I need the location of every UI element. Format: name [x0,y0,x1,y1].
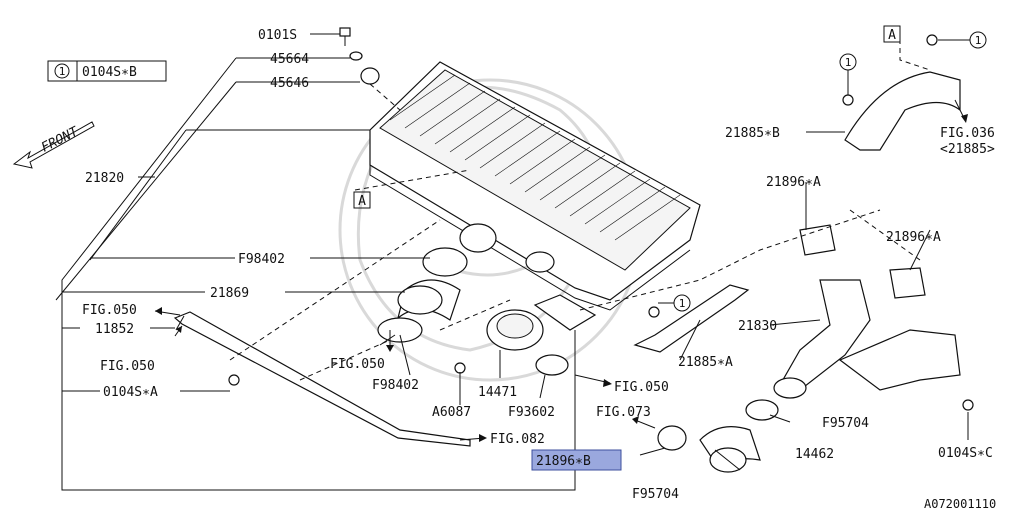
leader-lines [55,33,969,491]
bolt-0101s [339,27,401,111]
gasket-21896-b [533,294,597,331]
washer-45664 [349,51,363,61]
label-45646[interactable]: 45646 [270,76,309,91]
label-fig050-valve[interactable]: FIG.050 [614,380,669,395]
front-label: FRONT [39,124,82,156]
label-f95704-upper[interactable]: F95704 [822,416,869,431]
label-a6087[interactable]: A6087 [432,405,471,420]
turbo-pipe [773,224,974,411]
label-21896-b[interactable]: 21896∗B [536,454,591,469]
svg-text:1: 1 [975,34,982,47]
legend-box: 1 0104S∗B [47,60,167,82]
callout-circle-1b: 1 [839,53,857,95]
diagram-id: A072001110 [924,497,996,511]
legend-callout-part: 0104S∗B [82,65,137,80]
part-labels: 0101S 45664 45646 21820 F98402 21869 FIG… [82,28,996,511]
fig-arrows [154,99,968,442]
bolt-0104s-c [962,399,974,411]
label-21820[interactable]: 21820 [85,171,124,186]
label-21885-a[interactable]: 21885∗A [678,355,733,370]
gasket-21896-a-2 [889,267,926,299]
label-fig036[interactable]: FIG.036 [940,126,995,141]
label-f98402-upper[interactable]: F98402 [238,252,285,267]
label-f98402-lower[interactable]: F98402 [372,378,419,393]
label-fig082[interactable]: FIG.082 [490,432,545,447]
elbow-14462 [657,399,779,473]
label-f95704-lower[interactable]: F95704 [632,487,679,502]
intercooler [369,61,701,311]
label-45664[interactable]: 45664 [270,52,309,67]
label-21830[interactable]: 21830 [738,319,777,334]
intake-duct [377,247,468,343]
svg-text:A: A [888,28,896,43]
clamp-f95704-2 [745,399,779,421]
clamp-f98402-upper [422,247,468,277]
gasket-21896-a-1 [799,224,836,256]
label-14462[interactable]: 14462 [795,447,834,462]
bypass-valve [454,294,597,376]
bracket-21885-b [842,34,961,151]
label-fig050-hose-bottom[interactable]: FIG.050 [100,359,155,374]
svg-text:1: 1 [845,56,852,69]
ref-box-a-left: A [353,191,371,209]
ref-box-a-right: A [883,25,901,43]
label-f93602[interactable]: F93602 [508,405,555,420]
label-fig073[interactable]: FIG.073 [596,405,651,420]
svg-text:1: 1 [679,297,686,310]
label-fig036-sub[interactable]: <21885> [940,142,995,157]
bracket-21885-a [633,284,750,353]
legend-callout-number: 1 [59,65,66,78]
hose-f93602 [535,354,569,376]
callout-circle-1c: 1 [658,294,691,312]
clamp-f98402-lower [377,317,423,343]
highlight-21896-b [531,449,622,471]
clamp-f95704-1 [657,425,687,451]
hose-11852 [173,311,471,447]
callout-circle-1a: 1 [938,31,987,49]
label-fig050-duct[interactable]: FIG.050 [330,357,385,372]
label-14471[interactable]: 14471 [478,385,517,400]
front-arrow: FRONT [12,121,95,169]
svg-text:A: A [358,194,366,209]
label-21896-a-lower[interactable]: 21896∗A [886,230,941,245]
label-21885-b[interactable]: 21885∗B [725,126,780,141]
grommet-45646 [360,67,380,85]
label-0104s-c[interactable]: 0104S∗C [938,446,993,461]
bolt-0104s-a [228,374,240,386]
label-0104s-a[interactable]: 0104S∗A [103,385,158,400]
label-0101s[interactable]: 0101S [258,28,297,43]
label-21896-a-upper[interactable]: 21896∗A [766,175,821,190]
label-fig050-hose-top[interactable]: FIG.050 [82,303,137,318]
bolt-a6087 [454,362,466,374]
label-21869[interactable]: 21869 [210,286,249,301]
label-11852[interactable]: 11852 [95,322,134,337]
